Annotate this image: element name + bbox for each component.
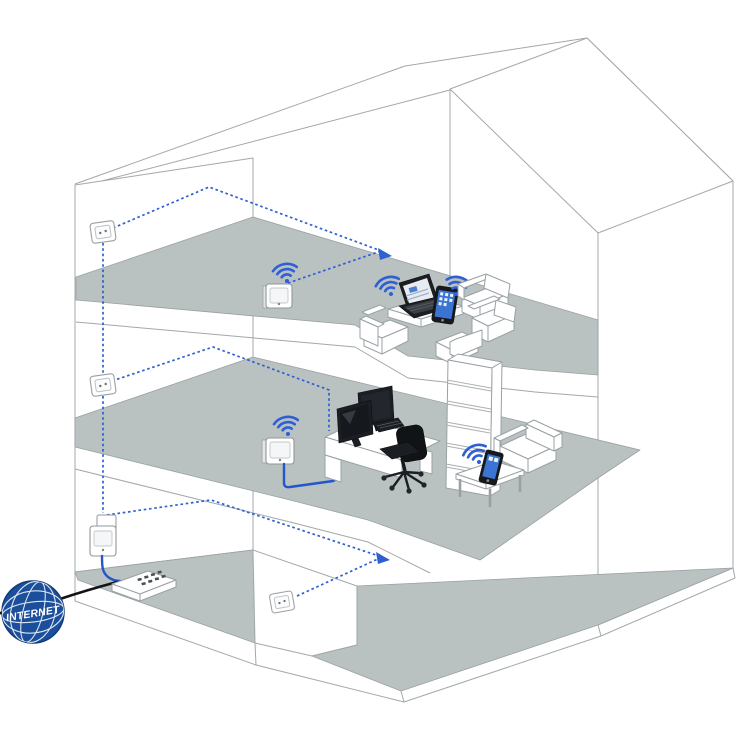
left-wall <box>74 157 254 573</box>
powerline-links <box>102 186 392 597</box>
roof-eave-line <box>74 89 451 189</box>
top-floor-signal-arrow <box>378 248 392 260</box>
ground-floor-signal-arrow <box>376 552 390 564</box>
office-chair <box>379 424 428 494</box>
ground-interior-wall <box>252 549 358 657</box>
middle-floor <box>261 353 563 507</box>
ground-floor: INTERNET <box>0 514 296 644</box>
smartphone <box>478 449 504 486</box>
wall-outlet-ground-floor <box>268 590 296 614</box>
dual-monitors <box>336 385 405 448</box>
sofa-group <box>359 273 517 365</box>
roof-slope <box>449 37 734 234</box>
house-structure <box>74 37 736 703</box>
router <box>111 570 177 602</box>
sofa-right <box>467 295 517 343</box>
wifi-adapter-top-floor <box>262 283 293 309</box>
middle-floor-dotted-link <box>111 346 330 431</box>
ground-outlet-dotted-link <box>296 557 381 597</box>
ground-floor-slab-right <box>311 567 734 692</box>
wall-outlet-middle-floor <box>89 372 117 398</box>
tablet <box>431 285 459 325</box>
top-floor-dotted-link <box>112 186 385 253</box>
internet-globe: INTERNET <box>1 580 65 644</box>
ethernet-cable-ground <box>100 554 122 583</box>
top-floor-adapter-dotted-link <box>287 250 382 284</box>
top-floor-slab-edge <box>75 321 599 398</box>
wall-outlet-top-floor <box>89 219 117 245</box>
roof-ridge-line <box>74 37 588 185</box>
wifi-adapter-middle-floor <box>261 437 295 465</box>
middle-floor-slab-edge <box>74 468 431 574</box>
house-base-corner-lines <box>254 624 602 703</box>
top-floor <box>262 260 517 365</box>
armchair <box>493 419 563 474</box>
sofa-bottom-left <box>359 304 409 355</box>
